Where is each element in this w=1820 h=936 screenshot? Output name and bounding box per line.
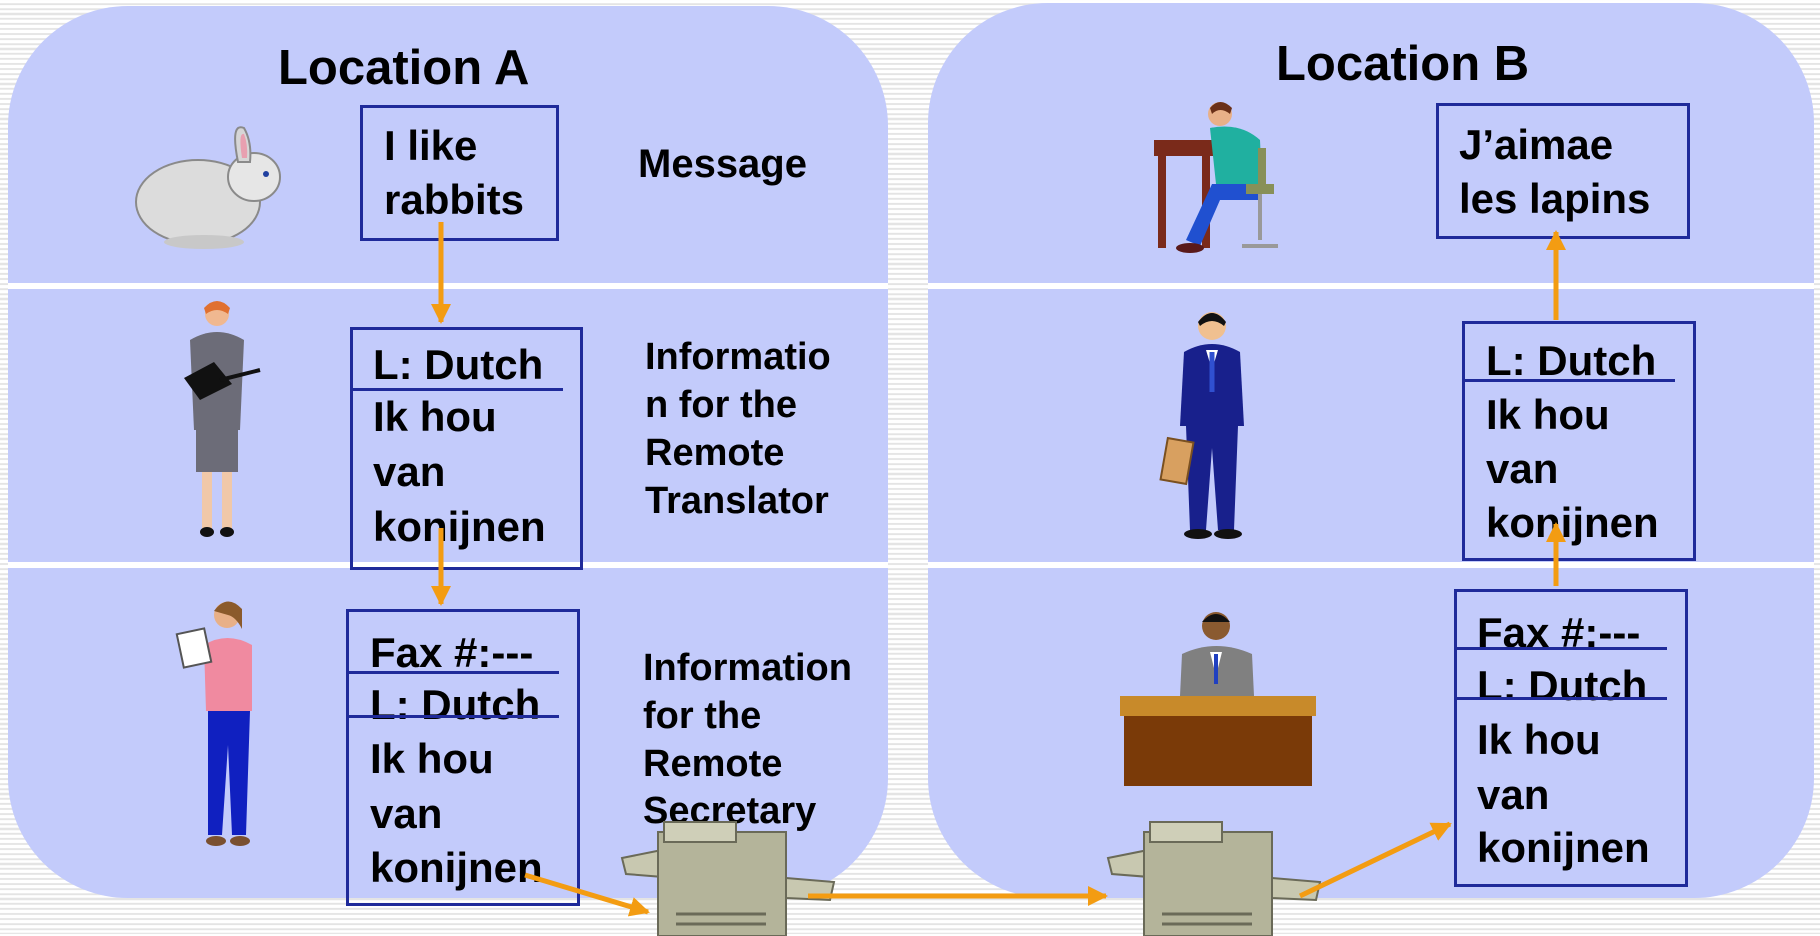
arrow-fax-to-secretary-b (1298, 821, 1452, 899)
translator-box-b: L: Dutch Ik hou van konijnen (1462, 321, 1696, 561)
man-at-desk-icon (1120, 612, 1316, 786)
header-rule (349, 715, 559, 718)
fax-machine-icon (1106, 821, 1322, 936)
dutch-text-line: Ik hou (1486, 391, 1610, 438)
dutch-text-line: Ik hou (370, 735, 494, 782)
location-a-panel (8, 6, 888, 898)
dutch-text-line: konijnen (373, 503, 546, 550)
businesswoman-icon (184, 301, 261, 537)
secretary-info-line: Remote (643, 743, 783, 785)
fax-header: Fax #:--- (370, 629, 534, 676)
dutch-text-line: konijnen (370, 844, 543, 891)
message-label: Message (638, 142, 807, 186)
location-b-panel (928, 3, 1814, 898)
secretary-info-line: for the (643, 695, 762, 737)
writer-at-desk-icon (1154, 102, 1278, 253)
translator-box-a: L: Dutch Ik hou van konijnen (350, 327, 583, 570)
message-line: I like (384, 122, 478, 169)
language-header: L: Dutch (373, 341, 544, 388)
translator-info-line: Remote (645, 432, 785, 474)
language-header: L: Dutch (1486, 337, 1657, 384)
dutch-text-line: van (373, 448, 446, 495)
translator-info-line: n for the (645, 384, 797, 426)
dutch-text-line: konijnen (1477, 824, 1650, 871)
header-rule (349, 671, 559, 674)
secretary-info-line: Information (643, 647, 852, 689)
row-divider (928, 562, 1814, 568)
arrow-secretary-to-fax (524, 872, 650, 917)
message-line: les lapins (1459, 175, 1651, 222)
secretary-icon (175, 601, 252, 846)
secretary-box-b: Fax #:--- L: Dutch Ik hou van konijnen (1454, 589, 1688, 887)
dutch-text-line: Ik hou (1477, 716, 1601, 763)
language-header: L: Dutch (1477, 662, 1648, 709)
row-divider (8, 283, 888, 289)
message-line: J’aimae (1459, 121, 1614, 168)
location-a-title: Location A (278, 41, 530, 95)
rabbit-icon (135, 126, 281, 249)
header-rule (1457, 697, 1667, 700)
dutch-text-line: Ik hou (373, 393, 497, 440)
header-rule (353, 388, 563, 391)
dutch-text-line: konijnen (1486, 499, 1659, 546)
language-header: L: Dutch (370, 681, 541, 728)
businessman-icon (1159, 312, 1244, 539)
dutch-text-line: van (1477, 771, 1550, 818)
header-rule (1465, 379, 1675, 382)
translator-info-line: Translator (645, 480, 829, 522)
translator-info-line: Informatio (645, 336, 831, 378)
dutch-text-line: van (370, 790, 443, 837)
secretary-box-a: Fax #:--- L: Dutch Ik hou van konijnen (346, 609, 580, 906)
row-divider (928, 283, 1814, 289)
header-rule (1457, 647, 1667, 650)
dutch-text-line: van (1486, 445, 1559, 492)
message-box-a: I like rabbits (360, 105, 559, 241)
location-b-title: Location B (1276, 37, 1530, 91)
row-divider (8, 562, 888, 568)
message-line: rabbits (384, 176, 525, 223)
